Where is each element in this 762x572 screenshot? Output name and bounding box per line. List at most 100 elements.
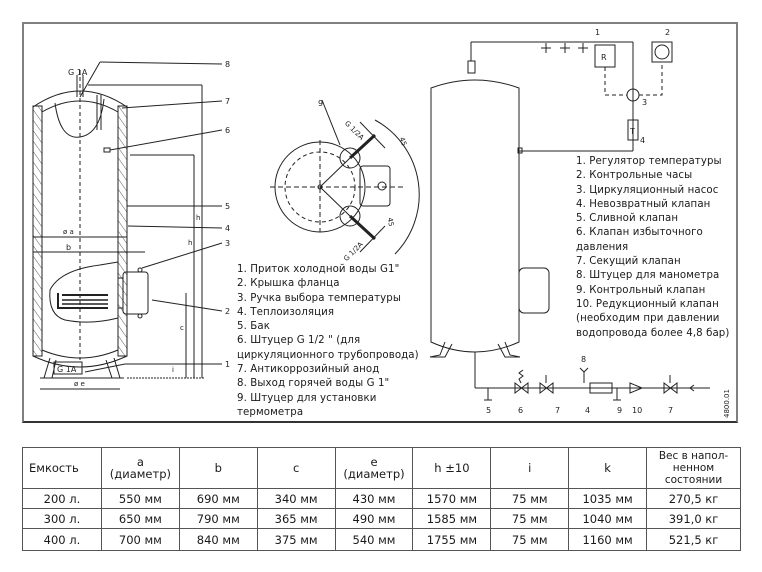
- legend-right-item: 3. Циркуляционный насос: [576, 184, 719, 196]
- cell: 391,0 кг: [646, 508, 741, 529]
- cell: 75 мм: [490, 488, 570, 509]
- header-b: b: [178, 447, 258, 489]
- legend-left-item: 8. Выход горячей воды G 1": [237, 378, 390, 390]
- callout-bottom-5: 5: [486, 406, 491, 415]
- cell: 430 мм: [334, 488, 414, 509]
- cell: 540 мм: [334, 528, 414, 551]
- legend-right-item: 8. Штуцер для манометра: [576, 270, 720, 282]
- legend-right-item: 5. Сливной клапан: [576, 213, 679, 225]
- cell: 200 л.: [22, 488, 102, 509]
- label-thread-top: G 1/2A: [343, 119, 366, 142]
- callout-6: 6: [225, 126, 230, 135]
- callout-top-1: 1: [595, 28, 600, 37]
- cell: 1585 мм: [412, 508, 492, 529]
- legend-right-item: водопровода более 4,8 бар): [576, 327, 730, 339]
- cell: 270,5 кг: [646, 488, 741, 509]
- cell: 400 л.: [22, 528, 102, 551]
- label-dim-a: ø a: [63, 228, 74, 236]
- cell: 700 мм: [100, 528, 180, 551]
- table-header-row: Емкость a(диаметр) b c e(диаметр) h ±10 …: [22, 447, 741, 489]
- label-dim-e: ø e: [74, 380, 85, 388]
- table-row: 400 л. 700 мм 840 мм 375 мм 540 мм 1755 …: [22, 528, 741, 551]
- legend-left-item: 2. Крышка фланца: [237, 278, 340, 290]
- callout-8: 8: [225, 60, 230, 69]
- legend-left-item: циркуляционного трубопровода): [237, 349, 419, 361]
- label-angle-top: 45: [397, 136, 408, 147]
- cell: 300 л.: [22, 508, 102, 529]
- callout-top-4: 4: [640, 136, 645, 145]
- legend-right-item: (необходим при давлении: [576, 313, 720, 325]
- cell: 365 мм: [256, 508, 336, 529]
- callout-2: 2: [225, 307, 230, 316]
- callout-top-2: 2: [665, 28, 670, 37]
- legend-left-item: 1. Приток холодной воды G1": [237, 264, 400, 275]
- header-k: k: [568, 447, 648, 489]
- label-g1a-top: G 1A: [68, 68, 88, 77]
- cell: 550 мм: [100, 488, 180, 509]
- legend-right-item: 10. Редукционный клапан: [576, 298, 719, 310]
- boiler-section-drawing: G 1A G 1A ø a b ø e c h h i: [32, 60, 230, 390]
- callout-7: 7: [225, 97, 230, 106]
- label-thread-bottom: G 1/2A: [342, 240, 365, 263]
- legend-right-item: давления: [576, 241, 629, 253]
- table-row: 300 л. 650 мм 790 мм 365 мм 490 мм 1585 …: [22, 508, 741, 529]
- table-row: 200 л. 550 мм 690 мм 340 мм 430 мм 1570 …: [22, 488, 741, 509]
- diagram-frame: [22, 22, 738, 423]
- cell: 490 мм: [334, 508, 414, 529]
- callout-bottom-8: 8: [581, 355, 586, 364]
- specifications-table: Емкость a(диаметр) b c e(диаметр) h ±10 …: [22, 447, 741, 551]
- header-c: c: [256, 447, 336, 489]
- legend-right-item: 9. Контрольный клапан: [576, 284, 706, 296]
- legend-left-item: 9. Штуцер для установки: [237, 392, 377, 404]
- legend-right-item: 2. Контрольные часы: [576, 170, 693, 182]
- check-valve-letter: T: [629, 127, 635, 136]
- label-dim-i: i: [172, 366, 174, 374]
- label-angle-bottom: 45: [386, 217, 395, 227]
- header-h: h ±10: [412, 447, 492, 489]
- callout-bottom-9: 9: [617, 406, 622, 415]
- cell: 340 мм: [256, 488, 336, 509]
- callout-bottom-7a: 7: [555, 406, 560, 415]
- cell: 375 мм: [256, 528, 336, 551]
- legend-right-item: 1. Регулятор температуры: [576, 156, 722, 167]
- label-dim-h: h: [196, 214, 200, 222]
- callout-bottom-4: 4: [585, 406, 590, 415]
- header-e: e(диаметр): [334, 447, 414, 489]
- callout-9: 9: [318, 99, 323, 108]
- cell: 1160 мм: [568, 528, 648, 551]
- cell: 1570 мм: [412, 488, 492, 509]
- cell: 75 мм: [490, 528, 570, 551]
- callout-top-3: 3: [642, 98, 647, 107]
- label-dim-h2: h: [188, 239, 192, 247]
- legend-right: 1. Регулятор температуры 2. Контрольные …: [576, 155, 729, 341]
- legend-right-item: 7. Секущий клапан: [576, 256, 681, 268]
- cell: 75 мм: [490, 508, 570, 529]
- legend-left-item: 6. Штуцер G 1/2 " (для: [237, 335, 361, 347]
- label-g1a-bottom: G 1A: [57, 365, 77, 374]
- label-dim-c: c: [180, 324, 184, 332]
- legend-left-item: термометра: [237, 406, 304, 418]
- drawing-code: 4800.01: [723, 389, 731, 418]
- callout-bottom-6: 6: [518, 406, 523, 415]
- header-a: a(диаметр): [100, 447, 180, 489]
- legend-left-item: 5. Бак: [237, 321, 270, 333]
- legend-right-item: 6. Клапан избыточного: [576, 227, 703, 239]
- cell: 690 мм: [178, 488, 258, 509]
- header-i: i: [490, 447, 570, 489]
- legend-left-item: 3. Ручка выбора температуры: [237, 292, 401, 304]
- cell: 840 мм: [178, 528, 258, 551]
- cell: 521,5 кг: [646, 528, 741, 551]
- callout-5: 5: [225, 202, 230, 211]
- legend-left-item: 4. Теплоизоляция: [237, 306, 335, 318]
- cell: 650 мм: [100, 508, 180, 529]
- header-capacity: Емкость: [22, 447, 102, 489]
- callout-4: 4: [225, 224, 230, 233]
- callout-3: 3: [225, 239, 230, 248]
- regulator-letter: R: [601, 53, 607, 62]
- legend-left-item: 7. Антикоррозийный анод: [237, 364, 380, 376]
- callout-1: 1: [225, 360, 230, 369]
- label-dim-b: b: [66, 243, 71, 252]
- cell: 1035 мм: [568, 488, 648, 509]
- callout-bottom-10: 10: [632, 406, 642, 415]
